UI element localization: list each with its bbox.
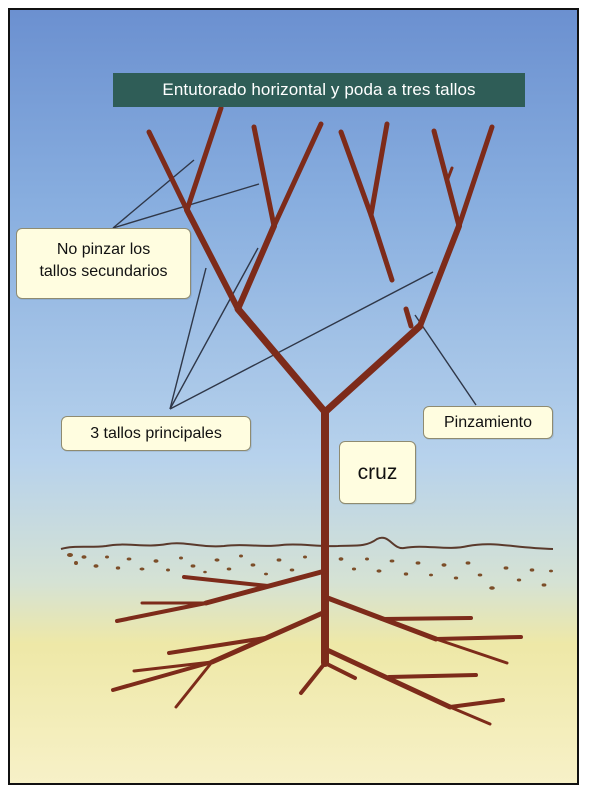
root-right-1b bbox=[436, 637, 521, 639]
pinch-label: Pinzamiento bbox=[423, 406, 553, 439]
secondary-stems-label-line-2: tallos secundarios bbox=[17, 261, 190, 283]
diagram-title: Entutorado horizontal y poda a tres tall… bbox=[113, 73, 525, 107]
main-stems-label: 3 tallos principales bbox=[61, 416, 251, 451]
root-right-1a bbox=[382, 618, 471, 619]
secondary-stems-label-line-1: No pinzar los bbox=[17, 239, 190, 261]
cross-label: cruz bbox=[339, 441, 416, 504]
secondary-stems-label: No pinzar los tallos secundarios bbox=[16, 228, 191, 299]
root-right-2a bbox=[389, 675, 476, 677]
